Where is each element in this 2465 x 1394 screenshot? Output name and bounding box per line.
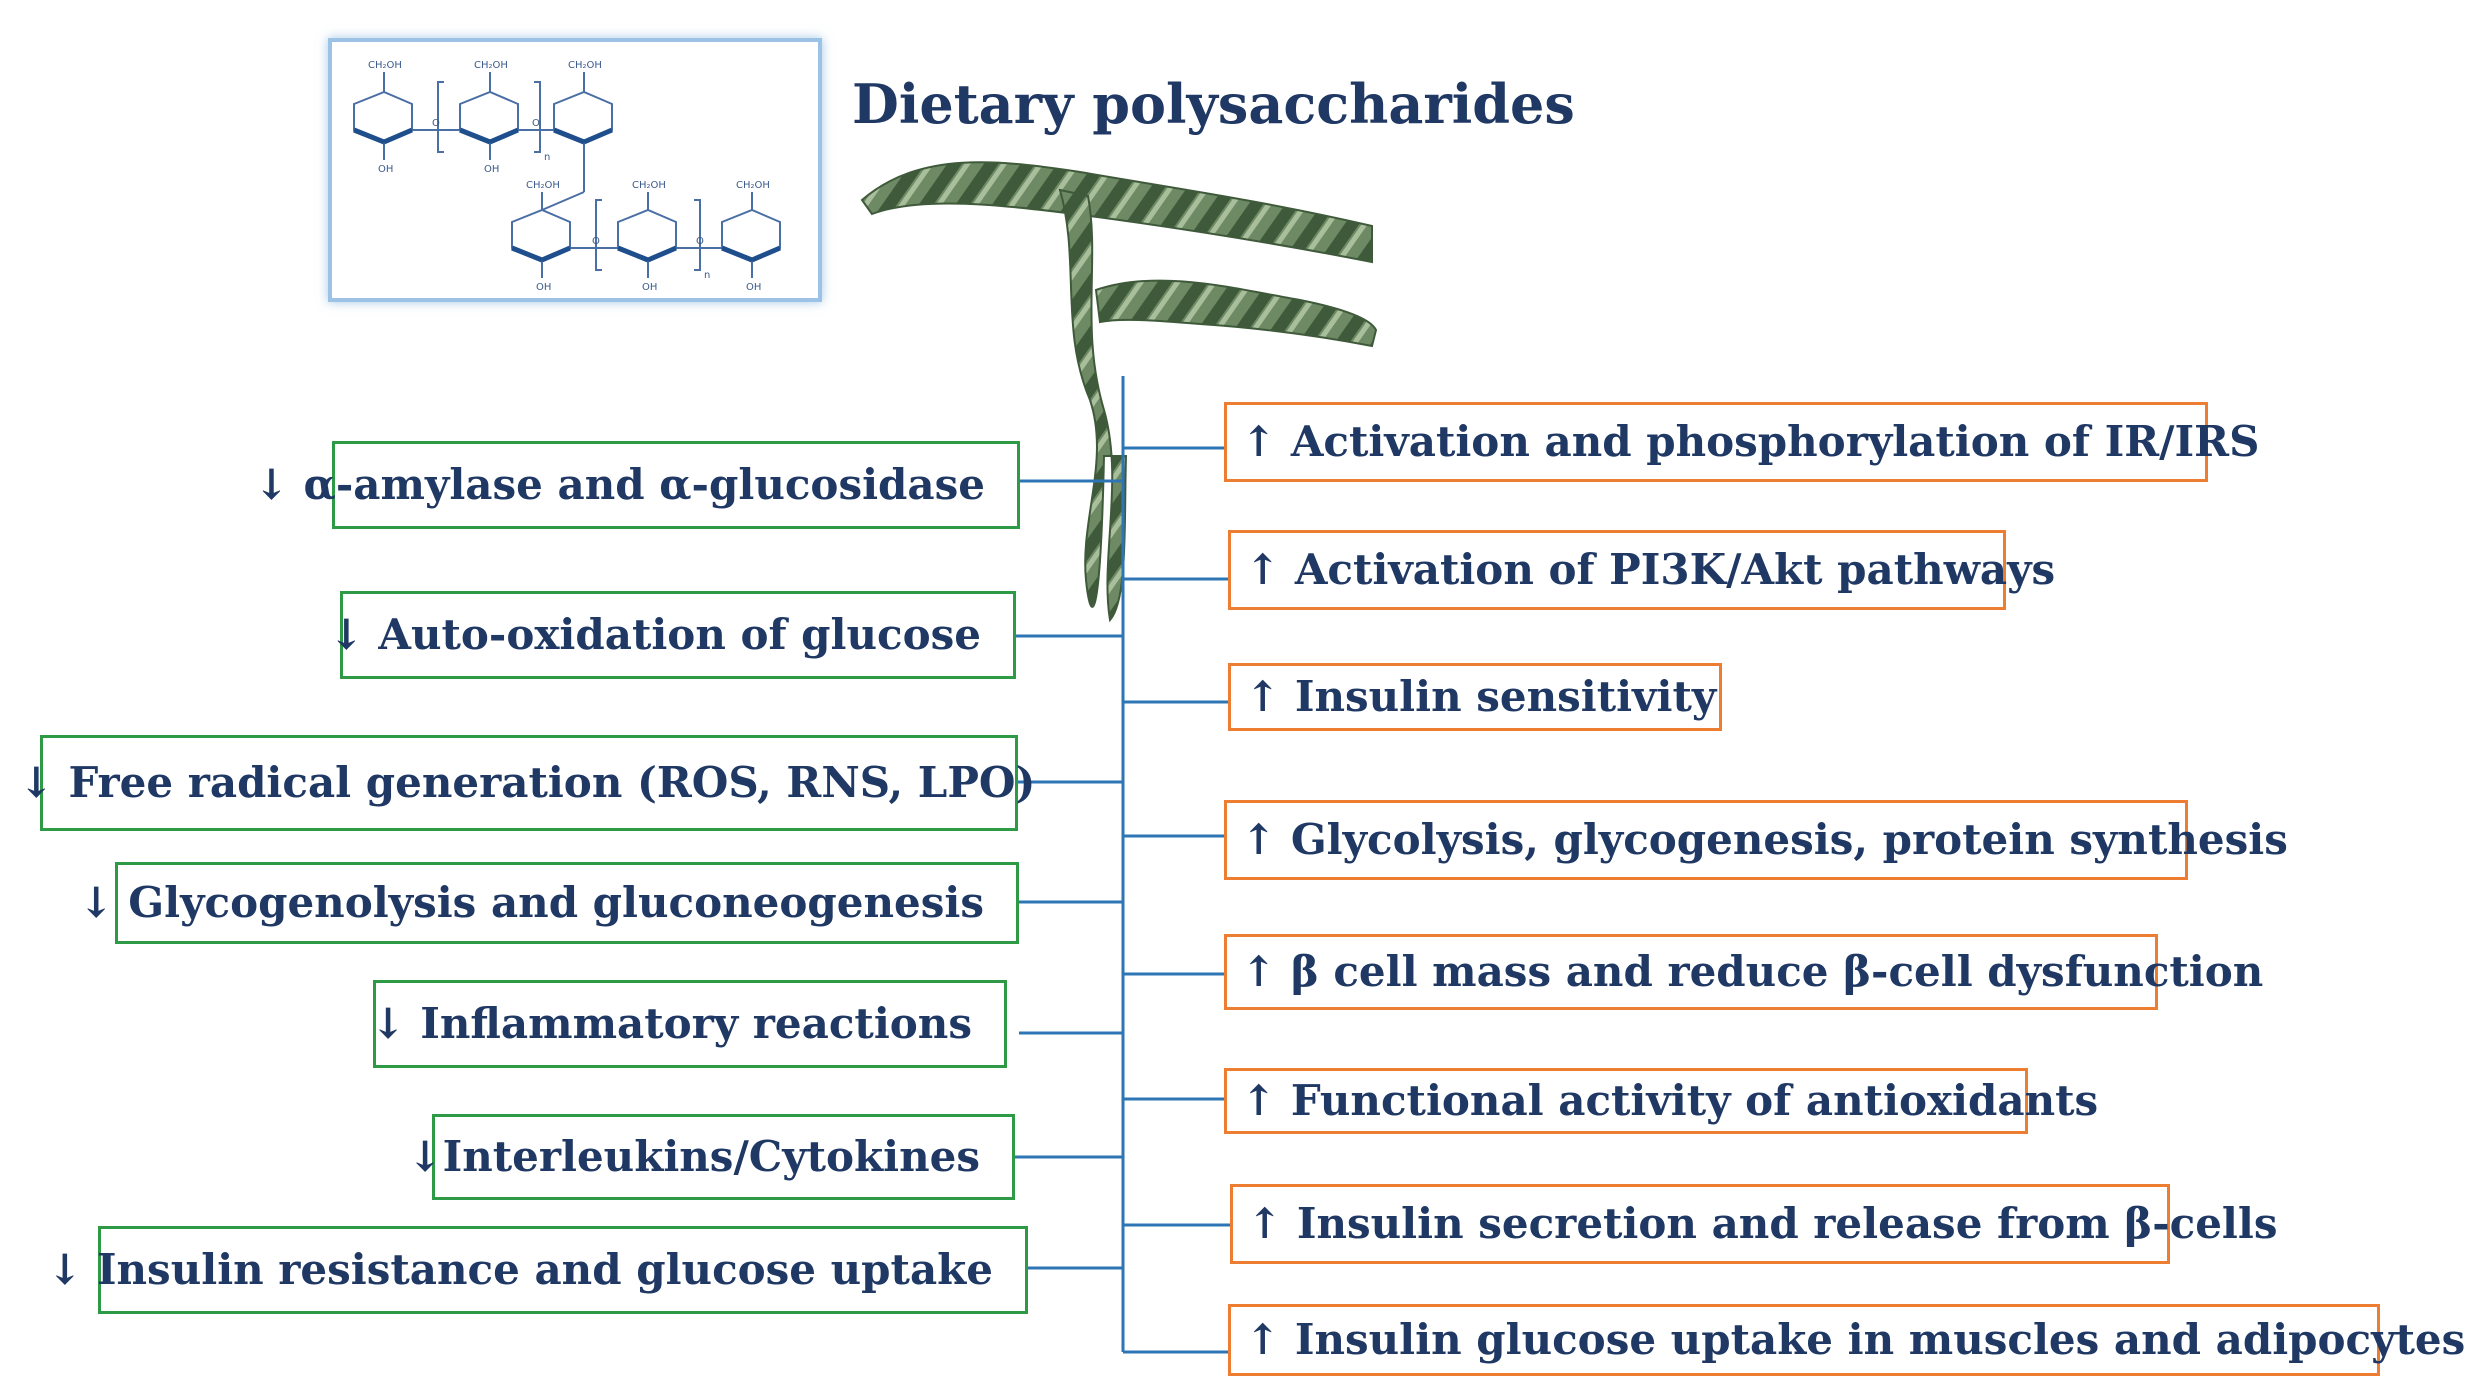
increase-box-glucose-uptake: ↑ Insulin glucose uptake in muscles and …	[1228, 1304, 2465, 1376]
ch2oh-label: CH₂OH	[568, 60, 602, 71]
increase-box-antioxidants: ↑ Functional activity of antioxidants	[1224, 1068, 2098, 1134]
decrease-box-glycogenolysis: ↓ Glycogenolysis and gluconeogenesis	[78, 862, 1019, 944]
connector-layer	[860, 161, 1378, 1354]
decrease-box-free-radicals: ↓ Free radical generation (ROS, RNS, LPO…	[19, 735, 1035, 831]
decrease-label: ↓ Free radical generation (ROS, RNS, LPO…	[18, 758, 1036, 807]
decrease-box-interleukins: ↓Interleukins/Cytokines	[407, 1114, 1015, 1200]
n-label: n	[544, 152, 550, 163]
oh-label: OH	[642, 282, 657, 293]
o-label: O	[592, 236, 600, 247]
decrease-box-inflammatory: ↓ Inflammatory reactions	[370, 980, 1007, 1068]
decrease-label: ↓ α-amylase and α-glucosidase	[253, 460, 985, 509]
decrease-box-amylase: ↓ α-amylase and α-glucosidase	[254, 441, 1020, 529]
decrease-box-insulin-resistance: ↓ Insulin resistance and glucose uptake	[47, 1226, 1028, 1314]
increase-label: ↑ Activation and phosphorylation of IR/I…	[1241, 417, 2260, 466]
decrease-box-autooxidation: ↓ Auto-oxidation of glucose	[329, 591, 1016, 679]
oh-label: OH	[484, 164, 499, 175]
increase-label: ↑ Functional activity of antioxidants	[1241, 1076, 2099, 1125]
increase-label: ↑ Glycolysis, glycogenesis, protein synt…	[1241, 815, 2288, 864]
ch2oh-label: CH₂OH	[474, 60, 508, 71]
increase-box-glycolysis: ↑ Glycolysis, glycogenesis, protein synt…	[1224, 800, 2288, 880]
oh-label: OH	[536, 282, 551, 293]
decrease-label: ↓Interleukins/Cytokines	[407, 1132, 980, 1181]
increase-label: ↑ Insulin glucose uptake in muscles and …	[1245, 1315, 2465, 1364]
diagram-title: Dietary polysaccharides	[852, 72, 1575, 136]
polysaccharide-structure-drawing: CH₂OH CH₂OH CH₂OH CH₂OH CH₂OH CH₂OH OH O…	[353, 60, 781, 293]
oh-label: OH	[378, 164, 393, 175]
decrease-label: ↓ Inflammatory reactions	[370, 999, 972, 1048]
decrease-label: ↓ Auto-oxidation of glucose	[328, 610, 981, 659]
increase-label: ↑ Insulin secretion and release from β-c…	[1247, 1199, 2278, 1248]
o-label: O	[532, 118, 540, 129]
increase-label: ↑ β cell mass and reduce β-cell dysfunct…	[1241, 947, 2264, 996]
increase-box-beta-cell-mass: ↑ β cell mass and reduce β-cell dysfunct…	[1224, 934, 2263, 1010]
decrease-label: ↓ Insulin resistance and glucose uptake	[47, 1245, 993, 1294]
increase-label: ↑ Activation of PI3K/Akt pathways	[1245, 545, 2056, 594]
polysaccharide-structure-image: CH₂OH CH₂OH CH₂OH CH₂OH CH₂OH CH₂OH OH O…	[328, 38, 822, 302]
increase-box-pi3k-akt: ↑ Activation of PI3K/Akt pathways	[1228, 530, 2055, 610]
oh-label: OH	[746, 282, 761, 293]
ch2oh-label: CH₂OH	[736, 180, 770, 191]
o-label: O	[432, 118, 440, 129]
ch2oh-label: CH₂OH	[632, 180, 666, 191]
diagram-canvas: CH₂OH CH₂OH CH₂OH CH₂OH CH₂OH CH₂OH OH O…	[19, 38, 2465, 1376]
connector-lines	[1015, 376, 1230, 1354]
ch2oh-label: CH₂OH	[368, 60, 402, 71]
increase-label: ↑ Insulin sensitivity	[1245, 672, 1717, 721]
polysaccharide-helix-icon	[860, 161, 1378, 623]
decrease-label: ↓ Glycogenolysis and gluconeogenesis	[78, 878, 984, 927]
ch2oh-label: CH₂OH	[526, 180, 560, 191]
increase-box-ir-irs: ↑ Activation and phosphorylation of IR/I…	[1224, 402, 2259, 482]
increase-box-insulin-secretion: ↑ Insulin secretion and release from β-c…	[1230, 1184, 2277, 1264]
n-label: n	[704, 270, 710, 281]
increase-box-insulin-sensitivity: ↑ Insulin sensitivity	[1228, 663, 1722, 731]
o-label: O	[696, 236, 704, 247]
